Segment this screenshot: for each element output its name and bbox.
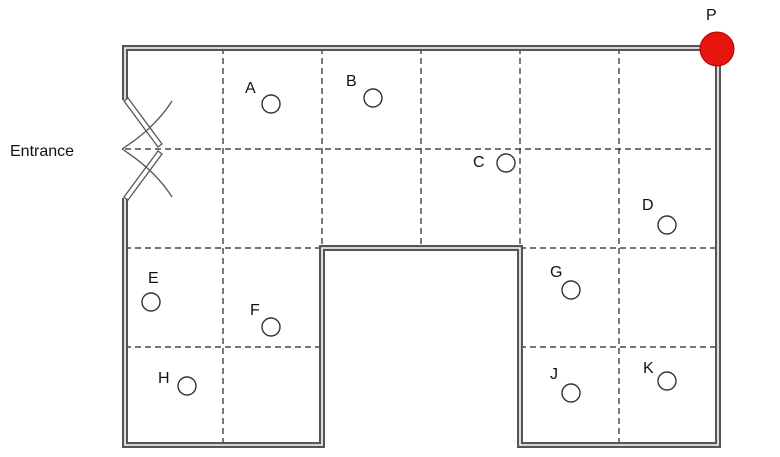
- point-k-label: K: [643, 360, 654, 377]
- point-e-marker: [141, 292, 161, 312]
- point-markers: A B C D E F G H: [141, 73, 677, 403]
- grid-lines: [125, 48, 718, 445]
- point-h-marker: [177, 376, 197, 396]
- point-g: G: [550, 264, 581, 300]
- door-swing-arc-upper: [121, 100, 173, 150]
- point-c-label: C: [473, 154, 485, 171]
- door-leaf-upper: [123, 97, 163, 148]
- point-h-label: H: [158, 370, 170, 387]
- point-j: J: [550, 366, 581, 403]
- point-d-marker: [657, 215, 677, 235]
- point-a: A: [245, 80, 281, 114]
- point-f-marker: [261, 317, 281, 337]
- door-swing-arc-lower: [121, 148, 173, 198]
- outer-wall-outline: [122, 45, 721, 448]
- point-b: B: [346, 73, 383, 108]
- entrance-doors: [121, 97, 173, 201]
- point-b-marker: [363, 88, 383, 108]
- point-d-label: D: [642, 197, 654, 214]
- point-c-marker: [496, 153, 516, 173]
- point-j-marker: [561, 383, 581, 403]
- corner-marker: P: [699, 7, 735, 67]
- point-a-marker: [261, 94, 281, 114]
- point-h: H: [158, 370, 197, 396]
- point-a-label: A: [245, 80, 256, 97]
- corner-marker-dot: [699, 31, 735, 67]
- door-leaf-lower: [123, 150, 163, 201]
- point-b-label: B: [346, 73, 357, 90]
- point-j-label: J: [550, 366, 558, 383]
- entrance-label: Entrance: [10, 143, 74, 160]
- point-g-label: G: [550, 264, 562, 281]
- outer-wall-inner-line: [124, 47, 719, 446]
- walls: [122, 45, 721, 448]
- point-k: K: [643, 360, 677, 391]
- point-d: D: [642, 197, 677, 235]
- point-f-label: F: [250, 302, 260, 319]
- corner-marker-label: P: [706, 7, 717, 24]
- point-g-marker: [561, 280, 581, 300]
- point-e-label: E: [148, 270, 159, 287]
- point-f: F: [250, 302, 281, 337]
- point-e: E: [141, 270, 161, 312]
- point-c: C: [473, 153, 516, 173]
- point-k-marker: [657, 371, 677, 391]
